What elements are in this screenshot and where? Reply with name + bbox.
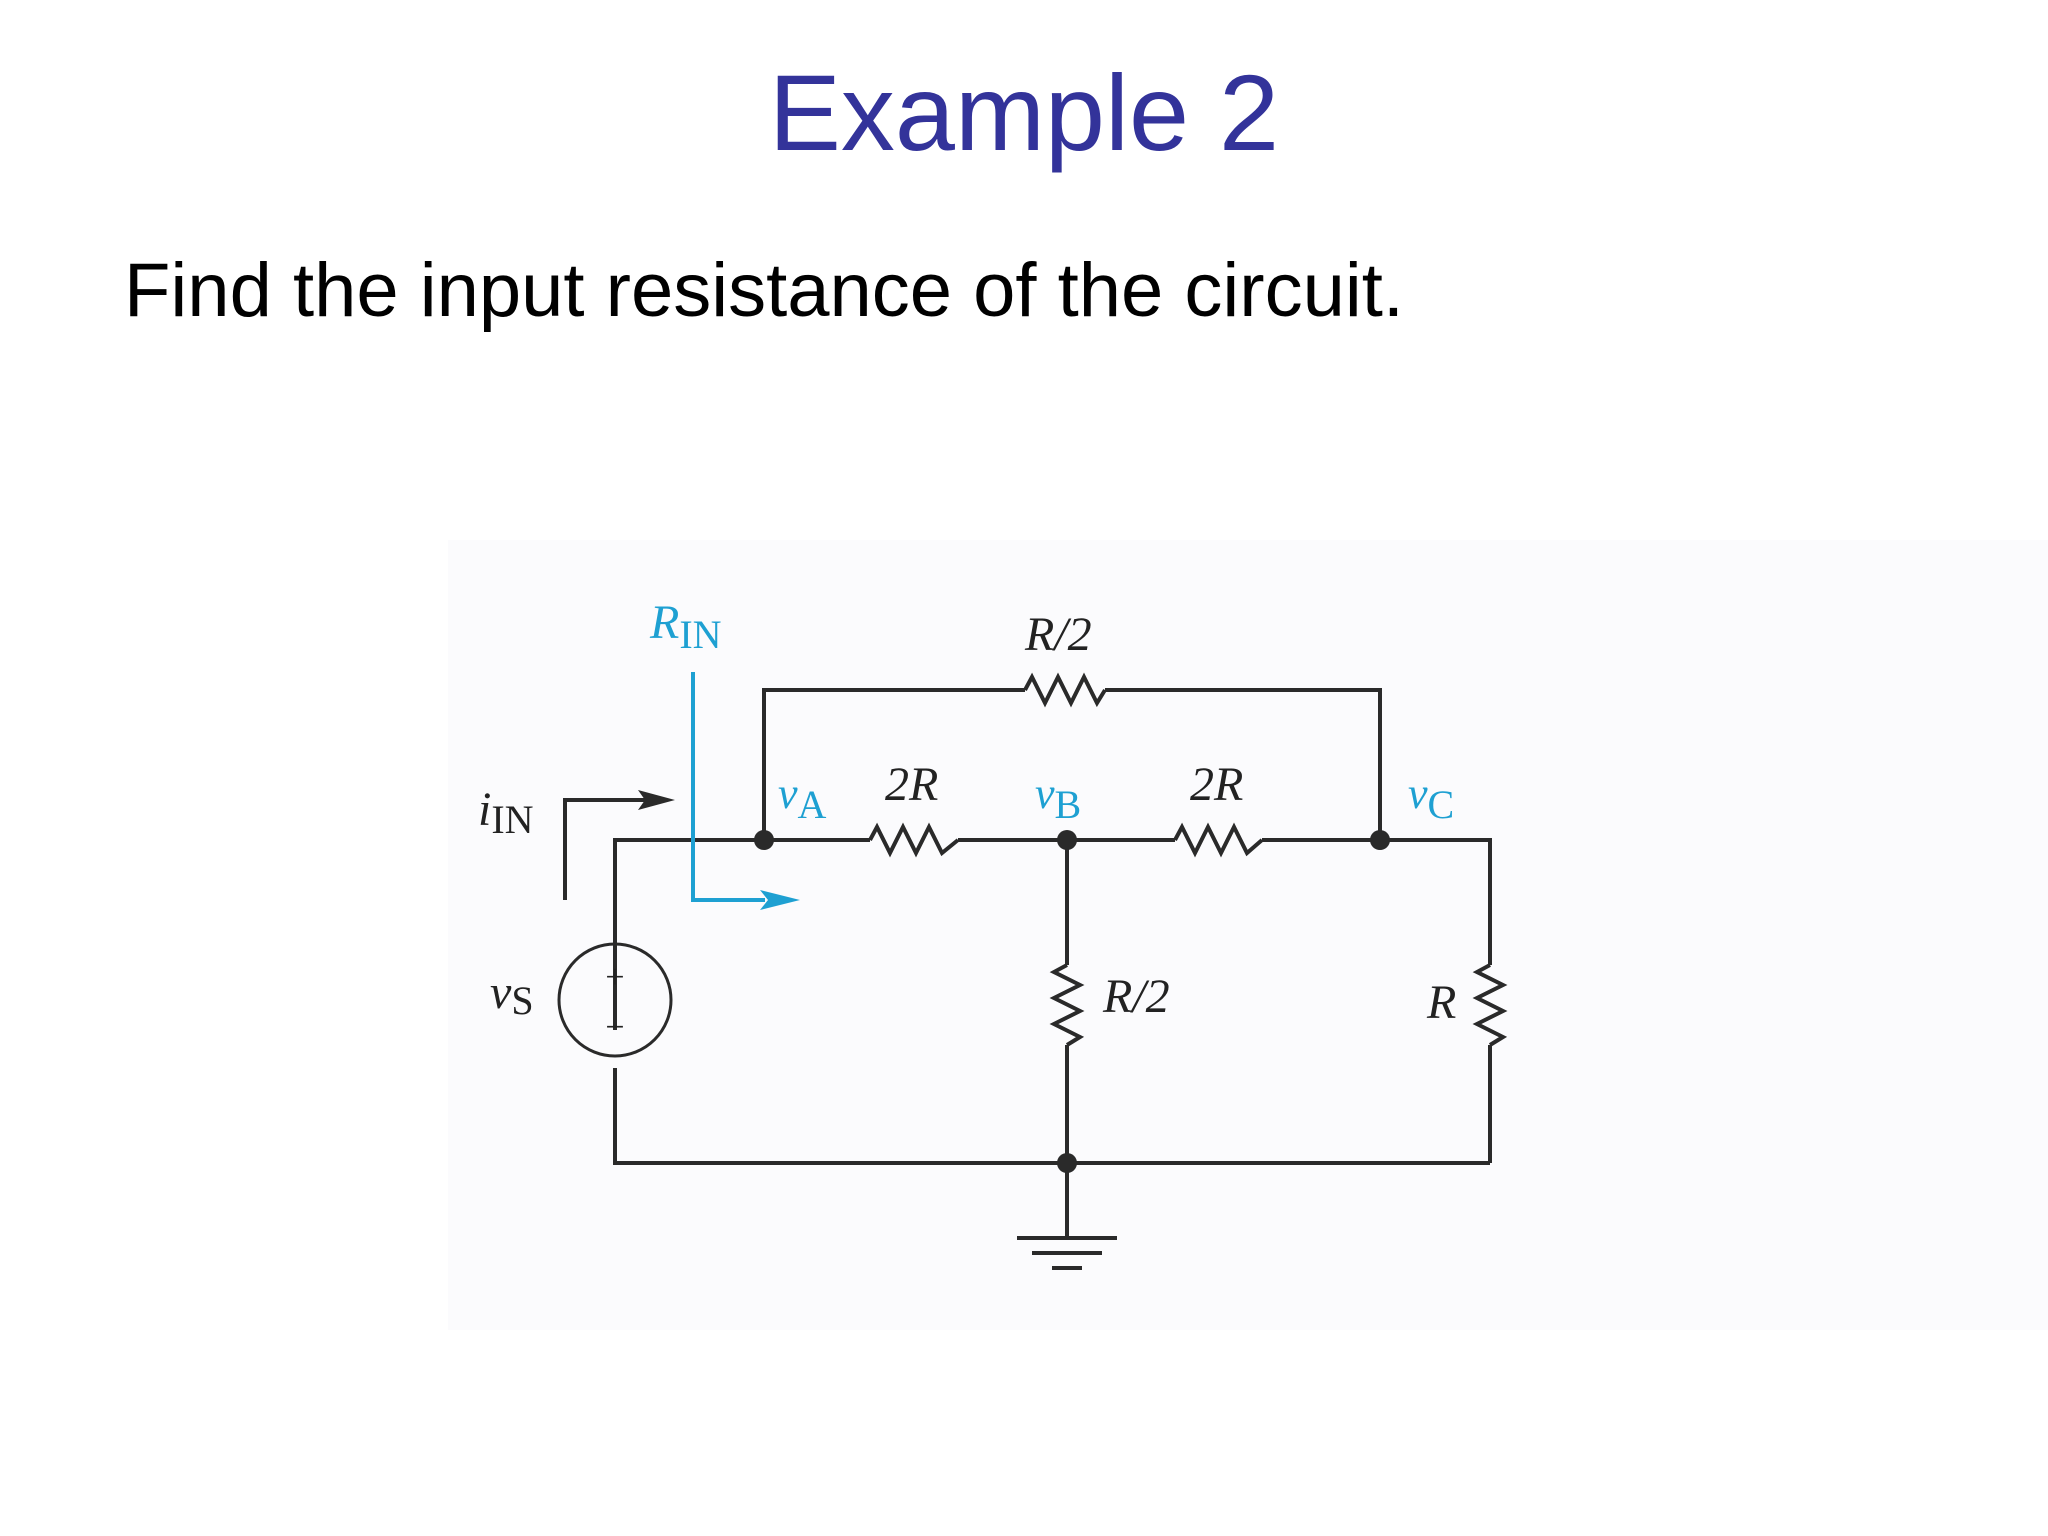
current-arrow-icon: [563, 790, 675, 900]
resistor-ab-icon: [868, 822, 960, 858]
node-b-dot: [1057, 830, 1077, 850]
label-v-b: vB: [1035, 769, 1081, 827]
top-branch-wire: [762, 688, 1382, 840]
label-r-bc: 2R: [1190, 758, 1243, 811]
label-r-b-ground: R/2: [1102, 970, 1170, 1023]
slide-title: Example 2: [768, 52, 1280, 173]
label-r-ab: 2R: [885, 758, 938, 811]
source-plus-sign: +: [605, 959, 624, 996]
resistor-bc-icon: [1173, 822, 1264, 858]
source-minus-sign: −: [605, 1009, 624, 1046]
label-r-top: R/2: [1024, 608, 1092, 661]
ground-node-dot: [1057, 1153, 1077, 1173]
node-a-dot: [754, 830, 774, 850]
label-v-c: vC: [1408, 769, 1454, 827]
main-wire: [613, 838, 1492, 1030]
label-i-in: iIN: [478, 783, 534, 842]
ground-icon: [1017, 1163, 1117, 1270]
bottom-wire: [613, 1068, 1490, 1165]
label-r-in: RIN: [649, 596, 722, 657]
resistor-c-ground-icon: [1472, 963, 1508, 1047]
slide-body-text: Find the input resistance of the circuit…: [124, 248, 1404, 333]
voltage-source-icon: [557, 942, 673, 1058]
label-v-s: vS: [490, 966, 534, 1023]
node-c-dot: [1370, 830, 1390, 850]
figure-background: [448, 540, 2048, 1330]
label-v-a: vA: [778, 769, 827, 827]
resistor-b-ground-icon: [1049, 963, 1085, 1047]
label-r-c-ground: R: [1426, 976, 1456, 1029]
resistor-top-icon: [1023, 672, 1107, 708]
input-resistance-arrow-icon: [691, 672, 800, 910]
